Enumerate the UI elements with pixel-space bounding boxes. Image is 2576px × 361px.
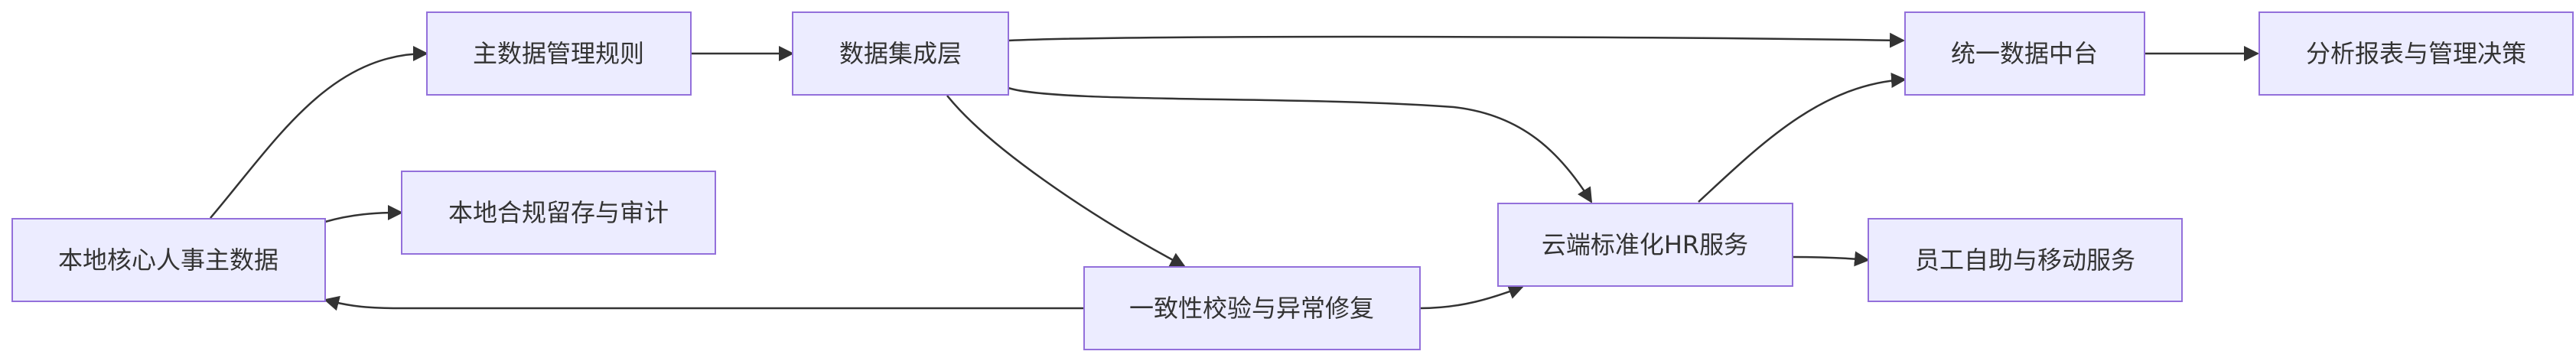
edge-integration-to-data-platform [1008,32,1905,48]
node-label: 员工自助与移动服务 [1915,246,2135,275]
node-label: 本地合规留存与审计 [448,198,669,227]
edge-cloud-hr-to-data-platform [1698,73,1907,203]
node-mdm-rules[interactable]: 主数据管理规则 [426,11,692,96]
edge-consistency-to-local-core [324,295,1084,311]
node-label: 云端标准化HR服务 [1542,230,1748,259]
node-analytics-decisions[interactable]: 分析报表与管理决策 [2258,11,2574,96]
node-employee-self-service[interactable]: 员工自助与移动服务 [1868,218,2183,302]
node-unified-data-platform[interactable]: 统一数据中台 [1904,11,2145,96]
node-label: 统一数据中台 [1951,39,2098,68]
edge-integration-to-consistency [946,95,1186,268]
node-data-integration-layer[interactable]: 数据集成层 [792,11,1009,96]
node-label: 一致性校验与异常修复 [1129,294,1374,323]
edge-local-core-to-mdm-rules [210,46,428,219]
edge-consistency-to-cloud-hr [1419,284,1524,310]
edge-cloud-hr-to-self-service [1792,251,1870,267]
edge-local-core-to-compliance [324,205,403,223]
edge-integration-to-cloud-hr [1008,86,1593,203]
node-cloud-hr-service[interactable]: 云端标准化HR服务 [1497,203,1793,287]
node-consistency-check[interactable]: 一致性校验与异常修复 [1083,266,1421,350]
node-label: 数据集成层 [839,39,962,68]
node-label: 主数据管理规则 [473,39,644,68]
edges [210,32,2259,311]
node-local-compliance-audit[interactable]: 本地合规留存与审计 [401,171,716,255]
node-label: 分析报表与管理决策 [2306,39,2526,68]
node-local-core-hr-master-data[interactable]: 本地核心人事主数据 [11,218,326,302]
node-label: 本地核心人事主数据 [58,246,278,275]
